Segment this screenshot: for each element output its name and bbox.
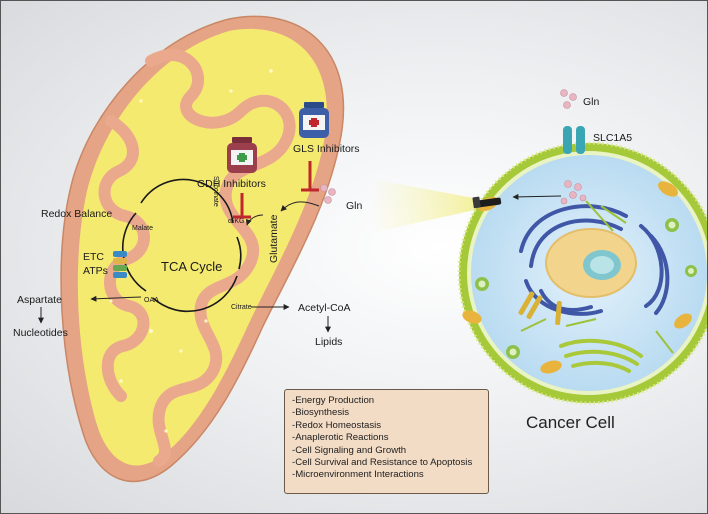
vesicles [475,218,697,359]
mito-matrix [77,28,327,466]
function-item: -Cell Survival and Resistance to Apoptos… [292,457,473,469]
etc-label: ETC [83,251,104,263]
function-item: -Redox Homeostasis [292,419,382,431]
nucleotides-label: Nucleotides [13,327,68,339]
oaa-to-aspartate-arrow [90,295,142,302]
slc1a5-label: SLC1A5 [593,132,632,144]
gls-inhibition-bar [301,161,319,192]
oaa-label: OAA [144,297,159,304]
akg-label: α-KG [228,218,245,225]
endoplasmic-reticulum [519,204,670,316]
atps-label: ATPs [83,265,108,277]
tca-cycle-label: TCA Cycle [161,259,222,274]
tca-cycle: TCA Cycle Succinate Malate α-KG OAA Citr… [122,176,252,313]
aspartate-label: Aspartate [17,294,62,306]
cytoskeleton-rods [518,200,674,354]
succinate-label: Succinate [212,176,219,207]
function-item: -Biosynthesis [292,407,350,419]
slc1a5-transporter [563,126,585,154]
function-item: -Cell Signaling and Growth [292,444,407,456]
gln-to-glutamate-arrow [280,201,320,212]
mito-cristae-left [98,115,150,402]
gdh-inhibitors-label: GDH Inhibitors [197,178,266,190]
redox-balance-label: Redox Balance [41,208,112,220]
cancer-cell [457,89,707,405]
glutamate-to-akg-arrow [245,214,264,226]
gln-molecules-top [560,89,577,109]
glutamate-label: Glutamate [268,214,280,263]
malate-label: Malate [132,225,153,232]
flashlight [472,196,502,209]
citrate-label: Citrate [231,304,252,311]
etc-complex [113,251,127,278]
lipids-label: Lipids [315,336,342,348]
gls-inhibitors-label: GLS Inhibitors [293,143,360,155]
gls-inhibitor-bottle [299,102,329,138]
gln-transport-arrow [512,193,562,200]
tca-arc-bottom [152,275,238,313]
functions-summary-box: -Energy Production -Biosynthesis -Redox … [284,389,489,494]
function-item: -Anaplerotic Reactions [292,432,389,444]
mitochondrion [60,15,345,483]
function-item: -Microenvironment Interactions [292,469,424,481]
functions-list: -Energy Production -Biosynthesis -Redox … [292,395,481,482]
gdh-inhibitor-bottle [227,137,257,173]
gln-molecules-inside [560,180,587,205]
acetyl-coa-label: Acetyl-CoA [298,302,351,314]
tca-arc-top [140,178,234,224]
golgi-apparatus [559,338,643,373]
gdh-inhibition-bar [233,193,251,219]
cancer-cell-label: Cancer Cell [526,413,615,432]
matrix-granules [109,69,273,433]
light-beam [371,179,479,233]
tca-arc-right [236,236,242,270]
cell-mitochondria [462,181,692,374]
gln-top-label: Gln [583,96,600,108]
function-item: -Energy Production [292,395,375,406]
gln-left-label: Gln [346,200,363,212]
gln-molecules-left [320,184,336,204]
